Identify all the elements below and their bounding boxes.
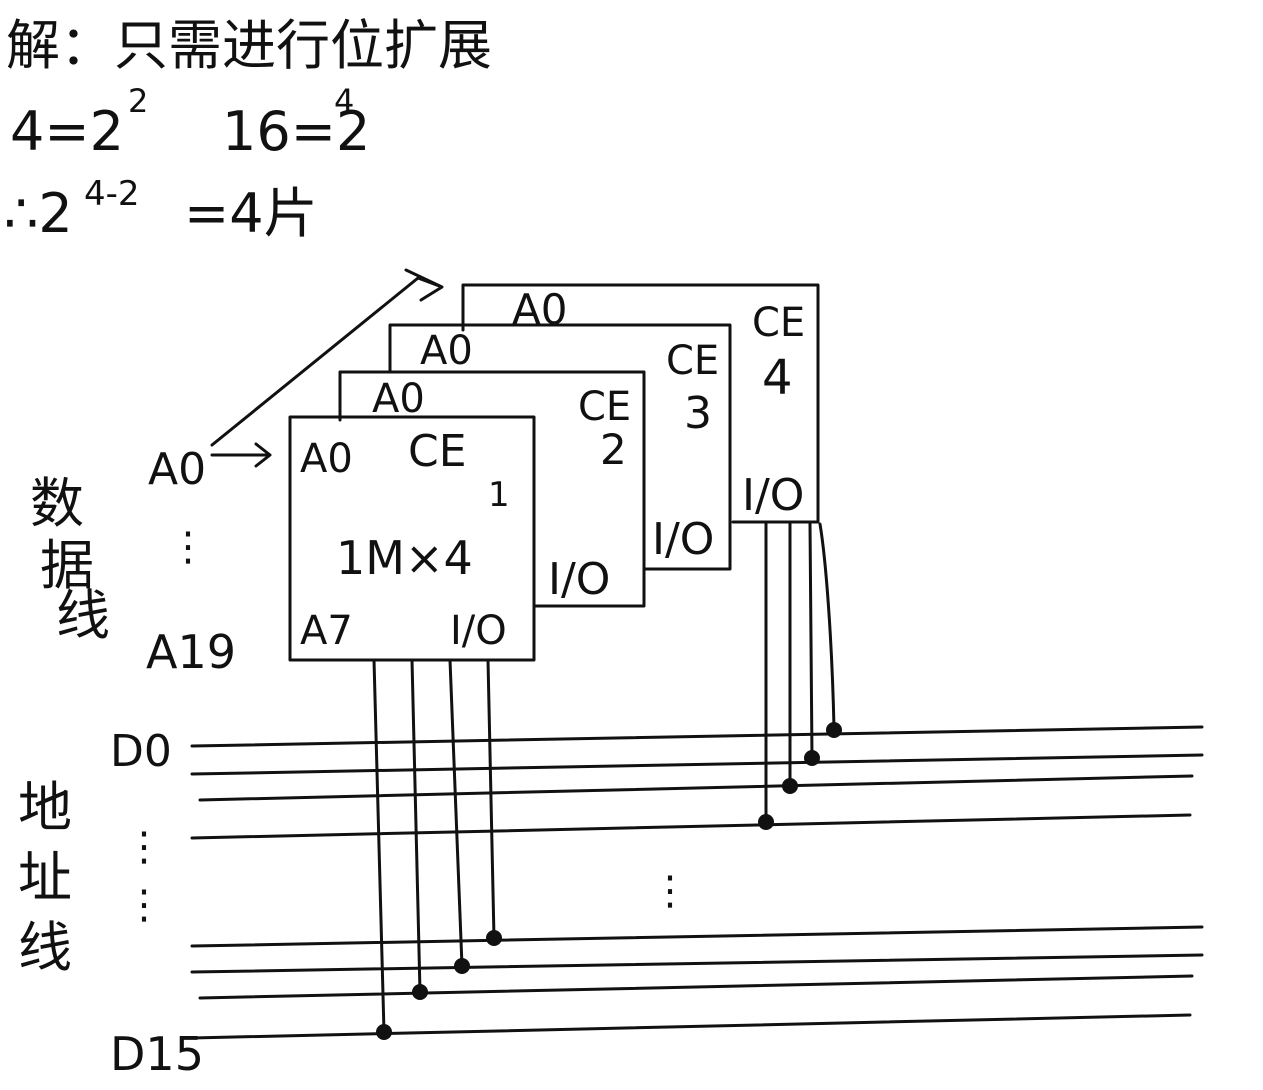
chip-2-outline — [338, 370, 646, 608]
data-label-char-2: 址 — [18, 846, 72, 909]
arrow-to-chip-1 — [210, 442, 272, 468]
arrow-to-chip-4 — [210, 268, 444, 447]
chip-4-ce-number: 4 — [762, 350, 793, 406]
io-wire — [808, 522, 814, 760]
data-middle-dots: ⋮ — [650, 868, 690, 914]
address-label-char-3: 线 — [56, 584, 110, 647]
junction-dot — [412, 984, 428, 1000]
chip-4: A0 CE 4 I/O — [461, 283, 820, 524]
chip-1-io-label: I/O — [450, 608, 507, 654]
equation-4-base: 4=2 — [10, 100, 124, 163]
chip-3: A0 CE 3 I/O — [388, 323, 732, 571]
io-wire — [448, 658, 464, 968]
data-line — [198, 774, 1194, 802]
address-line-vertical-label: 数 据 线 — [30, 472, 110, 647]
result-suffix: =4片 — [184, 182, 318, 245]
result-prefix: ∴2 — [4, 182, 73, 245]
solution-text: 解：只需进行位扩展 4=2 2 16=2 4 ∴2 4-2 =4片 — [4, 14, 492, 245]
junction-dot — [758, 814, 774, 830]
junction-dots — [376, 722, 842, 1040]
chip-1-body-label: 1M×4 — [336, 531, 473, 585]
data-line — [190, 753, 1204, 776]
chip-3-io-label: I/O — [652, 514, 714, 565]
data-line — [198, 974, 1194, 1000]
equation-4-exponent: 2 — [128, 82, 148, 120]
chip-1: A0 CE 1 1M×4 A7 I/O — [288, 415, 536, 662]
chip-1-io-wires — [372, 658, 496, 1034]
solution-line-1: 解：只需进行位扩展 — [6, 14, 492, 77]
upper-data-lines — [190, 725, 1204, 840]
data-line — [190, 953, 1204, 974]
data-bus-labels: D0 ⋮ ⋮ ⋮ D15 地 址 线 — [18, 726, 690, 1081]
io-wire — [410, 658, 422, 994]
data-line — [190, 1013, 1192, 1040]
solution-line-3: ∴2 4-2 =4片 — [4, 174, 318, 245]
address-end-label: A19 — [146, 625, 236, 679]
data-left-dots: ⋮ — [124, 824, 164, 870]
io-wire — [372, 658, 386, 1034]
data-line-vertical-label: 地 址 线 — [18, 776, 72, 979]
address-input: A0 ⋮ A19 数 据 线 — [30, 268, 444, 679]
address-label-char-2: 据 — [40, 534, 94, 597]
chip-2: A0 CE 2 I/O — [338, 370, 646, 608]
data-line — [190, 813, 1192, 840]
io-wire — [818, 522, 836, 730]
junction-dot — [486, 930, 502, 946]
chip-2-ce-number: 2 — [600, 425, 627, 474]
chip-4-io-label: I/O — [742, 470, 804, 521]
data-bottom-label: D15 — [110, 1027, 204, 1081]
data-left-dots-2: ⋮ — [124, 882, 164, 928]
junction-dot — [804, 750, 820, 766]
chip-1-addr-label: A0 — [300, 436, 353, 482]
chip-3-addr-label: A0 — [420, 328, 473, 374]
io-wire — [486, 658, 496, 940]
data-label-char-1: 地 — [18, 776, 72, 839]
solution-line-2: 4=2 2 16=2 4 — [10, 82, 370, 163]
chip-3-ce-number: 3 — [684, 388, 712, 439]
junction-dot — [454, 958, 470, 974]
chip-4-ce-label: CE — [752, 300, 805, 346]
data-label-char-3: 线 — [18, 916, 72, 979]
chip-3-ce-label: CE — [666, 338, 719, 384]
data-line — [190, 925, 1204, 948]
address-dots: ⋮ — [168, 524, 208, 570]
chip-4-addr-label: A0 — [512, 285, 567, 334]
lower-data-lines — [190, 925, 1204, 1040]
junction-dot — [376, 1024, 392, 1040]
result-exponent: 4-2 — [84, 174, 140, 214]
equation-16-exponent: 4 — [334, 82, 354, 120]
chip-2-addr-label: A0 — [372, 376, 425, 422]
chip-1-ce-label: CE — [408, 426, 467, 477]
data-top-label: D0 — [110, 726, 172, 777]
chip-4-io-wires — [764, 522, 836, 824]
chip-2-ce-label: CE — [578, 384, 631, 430]
address-start-label: A0 — [148, 444, 206, 495]
chip-3-outline — [388, 323, 732, 571]
address-label-char-1: 数 — [30, 472, 84, 535]
chip-2-io-label: I/O — [548, 554, 610, 605]
chip-1-addr-low-label: A7 — [300, 608, 353, 654]
equation-16-base: 16=2 — [222, 100, 370, 163]
chip-1-ce-number: 1 — [488, 475, 510, 515]
data-line — [190, 725, 1204, 748]
junction-dot — [826, 722, 842, 738]
junction-dot — [782, 778, 798, 794]
chip-4-outline — [461, 283, 820, 524]
